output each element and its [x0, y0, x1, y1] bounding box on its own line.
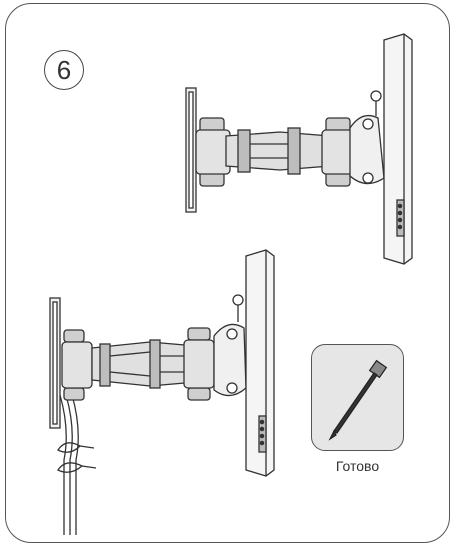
mount-assembly-bottom — [49, 249, 275, 535]
cable-tie-icon — [328, 359, 388, 441]
mount-assembly-top — [185, 33, 413, 265]
step-number: 6 — [56, 54, 72, 85]
cable-tie-inset — [311, 344, 404, 451]
cable-tie-bound — [57, 442, 82, 453]
step-number-badge: 6 — [44, 50, 84, 90]
cable-bundle — [59, 394, 67, 535]
accessory-caption: Готово — [335, 458, 380, 474]
